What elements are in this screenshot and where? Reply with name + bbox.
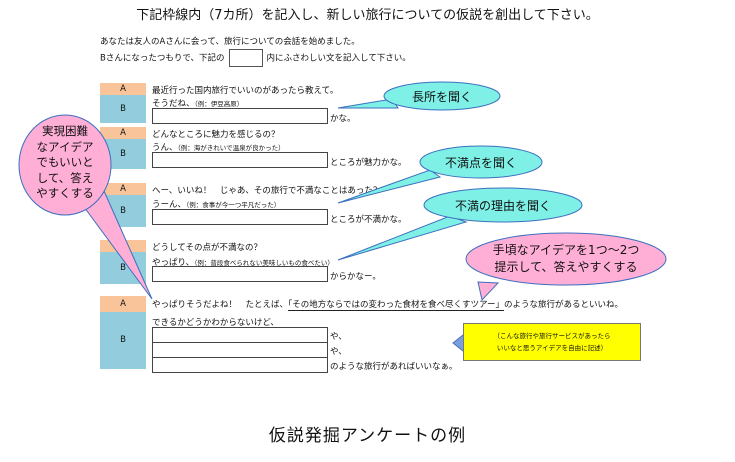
bubble-reason-text: 不満の理由を聞く [454, 199, 551, 213]
row4-answer-box[interactable] [152, 266, 328, 282]
bubble-left-ellipse [18, 114, 112, 216]
bubble-complaints-tail [337, 169, 442, 204]
bubble-idea-text: 手頃なアイデアを1つ～2つ 提示して、答えやすくする [476, 242, 656, 276]
row1-lead: そうだね、（例：伊豆高原） [152, 97, 243, 109]
row1-suffix: かな。 [330, 114, 356, 124]
row3-suffix: ところが不満かな。 [330, 215, 407, 225]
last-question-quote: 「その地方ならではの変わった食材を食べ尽くすツアー」 [288, 300, 505, 311]
row1-answer-box[interactable] [152, 108, 328, 124]
intro-line-1: あなたは友人のAさんに会って、旅行についての会話を始めました。 [100, 37, 360, 47]
last-question: やっぱりそうだよね！ たとえば、「その地方ならではの変わった食材を食べ尽くすツア… [152, 298, 624, 311]
intro-line-2-b: 内にふさわしい文を記入して下さい。 [266, 53, 411, 64]
row3-tag-a: A [100, 183, 146, 195]
bubble-complaints-ellipse [419, 145, 543, 179]
row2-question: どんなところに魅力を感じるの？ [152, 130, 280, 140]
row1-tag-a: A [100, 83, 146, 95]
bubble-idea-ellipse [465, 232, 667, 286]
row4-lead-text: やっぱり、 [152, 258, 195, 268]
row4-example: （例：普段食べられない美味しいもの食べたい） [194, 259, 334, 267]
row3-answer-box[interactable] [152, 209, 328, 225]
bubble-left-line-3: でもいいと [36, 155, 94, 169]
bubble-reason-ellipse [423, 187, 583, 223]
bubble-left-line-1: 実現困難 [42, 124, 88, 138]
row1-lead-text: そうだね、 [152, 99, 195, 109]
page-title: 下記枠線内（7カ所）を記入し、新しい旅行についての仮説を創出して下さい。 [136, 8, 599, 23]
last-question-pre: やっぱりそうだよね！ たとえば、 [152, 300, 289, 310]
bubble-strengths-ellipse [383, 81, 501, 111]
idea-suffix-3: のような旅行があればいいなぁ。 [330, 362, 458, 372]
bubble-reason-tail [337, 215, 468, 261]
row2-tag-a: A [100, 127, 146, 139]
row3-lead: うーん、（例：食事が今一つ平凡だった） [152, 198, 280, 210]
bubble-left-text: 実現困難 なアイデア でもいいと して、答え やすくする [24, 124, 106, 202]
last-tag-a: A [100, 296, 146, 312]
row4-suffix: からかなー。 [330, 272, 381, 282]
row3-question: へー、いいね！ じゃあ、その旅行で不満なことはあった？ [152, 186, 382, 196]
last-lead: できるかどうかわからないけど、 [152, 318, 279, 328]
idea-box-3[interactable] [152, 357, 328, 373]
row2-suffix: ところが魅力かな。 [330, 158, 407, 168]
row4-lead: やっぱり、（例：普段食べられない美味しいもの食べたい） [152, 256, 334, 268]
bubble-complaints-text: 不満点を聞く [444, 156, 517, 170]
row1-example: （例：伊豆高原） [194, 100, 244, 108]
idea-suffix-2: や、 [330, 347, 347, 357]
idea-suffix-1: や、 [330, 332, 347, 342]
sample-blank-box [228, 49, 263, 67]
row3-example: （例：食事が今一つ平凡だった） [186, 201, 281, 209]
bubble-left-line-4: して、答え [36, 170, 94, 185]
row2-answer-box[interactable] [152, 152, 328, 168]
bubble-strengths-text: 長所を聞く [411, 90, 472, 104]
last-question-post: のような旅行があるといいね。 [504, 300, 624, 310]
bubble-idea-line-1: 手頃なアイデアを1つ～2つ [492, 243, 640, 257]
figure-caption: 仮説発掘アンケートの例 [268, 426, 467, 446]
bubble-idea-line-2: 提示して、答えやすくする [494, 260, 638, 274]
bubble-idea-tail [477, 281, 500, 302]
row4-question: どうしてその点が不満なの？ [152, 243, 262, 253]
row1-tag-b: B [100, 95, 146, 123]
row2-lead-text: うん、 [152, 143, 178, 153]
free-idea-note-line-1: （こんな旅行や旅行サービスがあったら [493, 332, 611, 340]
intro-line-2: Bさんになったつもりで、下記の 内にふさわしい文を記入して下さい。 [100, 49, 411, 67]
free-idea-note: （こんな旅行や旅行サービスがあったら いいなと思うアイデアを自由に記述） [463, 323, 641, 361]
row2-example: （例：海がきれいで温泉が良かった） [177, 144, 285, 152]
bubble-left-line-2: なアイデア [36, 139, 94, 154]
last-tag-b: B [100, 312, 146, 369]
row1-question: 最近行った国内旅行でいいのがあったら教えて。 [152, 86, 339, 96]
free-idea-note-line-2: いいなと思うアイデアを自由に記述） [496, 344, 608, 352]
bubble-left-line-5: やすくする [36, 186, 94, 200]
intro-line-2-a: Bさんになったつもりで、下記の [100, 53, 225, 64]
row3-lead-text: うーん、 [152, 200, 187, 210]
row2-lead: うん、（例：海がきれいで温泉が良かった） [152, 141, 285, 153]
